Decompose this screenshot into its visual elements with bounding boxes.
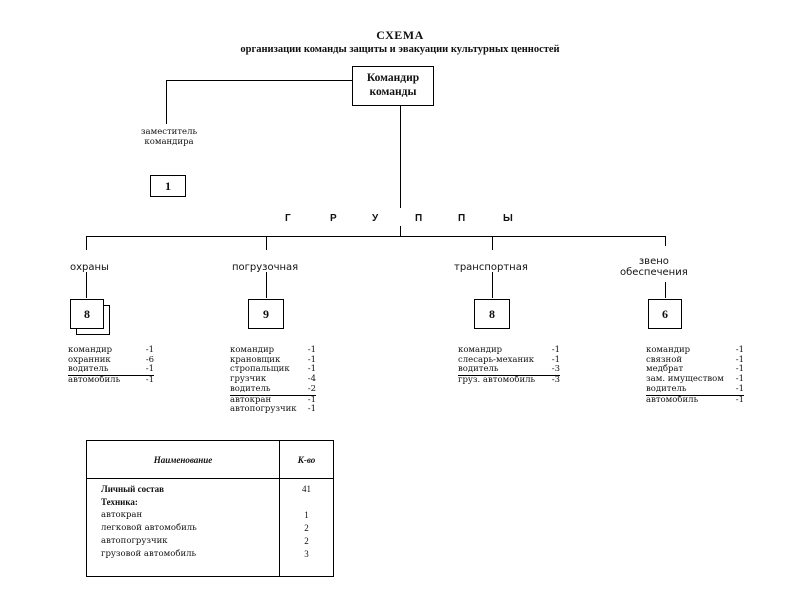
- list-item: автокран-1: [230, 394, 316, 405]
- summary-body-row: Личный состав Техника: автокран легковой…: [86, 478, 334, 577]
- list-item: грузчик-4: [230, 374, 316, 385]
- commander-label-line1: Командир: [366, 72, 420, 84]
- deputy-label: заместитель командира: [140, 127, 198, 147]
- groups-letter-2: Р: [330, 213, 337, 224]
- summary-counts-cell: 41 1 2 2 3: [279, 478, 334, 577]
- groups-letter-1: Г: [285, 213, 291, 224]
- connector-box-4: [665, 282, 666, 298]
- list-item: автомобиль-1: [68, 375, 154, 386]
- groups-letter-3: У: [372, 213, 379, 224]
- group-list-guard: командир-1 охранник-6 водитель-1 автомоб…: [68, 345, 154, 386]
- list-item: крановщик-1: [230, 354, 316, 365]
- summary-personnel-label: Личный состав: [101, 484, 164, 494]
- list-item: охранник-6: [68, 354, 154, 365]
- group-list-loading: командир-1 крановщик-1 стропальщик-1 гру…: [230, 345, 316, 415]
- summary-col-name: Наименование: [86, 440, 280, 479]
- summary-personnel-count: 41: [302, 484, 311, 494]
- group-label-loading: погрузочная: [232, 262, 299, 273]
- commander-box: Командир команды: [352, 66, 434, 106]
- list-item: водитель-3: [458, 364, 560, 377]
- list-item: связной-1: [646, 354, 744, 365]
- list-item: водитель-2: [230, 383, 316, 396]
- list-item: автопогрузчик-1: [230, 404, 316, 415]
- connector-group-3: [492, 236, 493, 250]
- list-item: водитель-1: [68, 364, 154, 377]
- group-list-support: командир-1 связной-1 медбрат-1 зам. имущ…: [646, 345, 744, 405]
- table-cell-count: 2: [304, 536, 309, 546]
- table-cell-count: 1: [304, 510, 309, 520]
- commander-label-line2: команды: [369, 86, 417, 98]
- summary-tech-label: Техника:: [101, 497, 138, 507]
- summary-table: Наименование К-во Личный состав Техника:…: [86, 440, 334, 577]
- groups-letter-5: П: [458, 213, 466, 224]
- summary-col-count: К-во: [279, 440, 334, 479]
- table-cell-count: 3: [304, 549, 309, 559]
- diagram-subtitle: организации команды защиты и эвакуации к…: [240, 44, 560, 55]
- connector-box-1: [86, 272, 87, 298]
- connector-group-1: [86, 236, 87, 250]
- group-count-box-support: 6: [648, 299, 682, 329]
- table-row: автопогрузчик: [101, 536, 168, 546]
- connector-group-2: [266, 236, 267, 250]
- deputy-count-box: 1: [150, 175, 186, 197]
- summary-names-cell: Личный состав Техника: автокран легковой…: [86, 478, 280, 577]
- table-row: грузовой автомобиль: [101, 549, 197, 559]
- list-item: водитель-1: [646, 383, 744, 396]
- list-item: груз. автомобиль-3: [458, 375, 560, 386]
- table-row: легковой автомобиль: [101, 523, 197, 533]
- connector-box-3: [492, 272, 493, 298]
- table-cell-count: 2: [304, 523, 309, 533]
- connector-deputy-v: [166, 80, 167, 124]
- group-count-box-transport: 8: [474, 299, 510, 329]
- connector-groups-down: [400, 226, 401, 236]
- group-count-box-loading: 9: [248, 299, 284, 329]
- list-item: медбрат-1: [646, 364, 744, 375]
- connector-commander-deputy-h: [166, 80, 352, 81]
- summary-header-row: Наименование К-во: [86, 440, 334, 479]
- groups-letter-4: П: [415, 213, 423, 224]
- list-item: командир-1: [458, 345, 560, 355]
- group-label-transport: транспортная: [454, 262, 528, 273]
- groups-letter-6: Ы: [503, 213, 513, 224]
- group-label-guard: охраны: [70, 262, 109, 273]
- list-item: стропальщик-1: [230, 364, 316, 375]
- groups-heading: Г Р У П П Ы: [285, 213, 525, 227]
- diagram-title: СХЕМА: [376, 28, 424, 42]
- connector-box-2: [266, 272, 267, 298]
- connector-group-4: [665, 236, 666, 246]
- list-item: командир-1: [646, 345, 744, 355]
- list-item: автомобиль-1: [646, 394, 744, 405]
- list-item: зам. имуществом-1: [646, 374, 744, 385]
- group-list-transport: командир-1 слесарь-механик-1 водитель-3 …: [458, 345, 560, 386]
- list-item: командир-1: [68, 345, 154, 355]
- list-item: слесарь-механик-1: [458, 354, 560, 365]
- group-label-support: звено обеспечения: [620, 256, 688, 278]
- list-item: командир-1: [230, 345, 316, 355]
- connector-groups-h: [86, 236, 666, 237]
- group-count-box-guard: 8: [70, 299, 104, 329]
- connector-commander-down: [400, 106, 401, 208]
- table-row: автокран: [101, 510, 143, 520]
